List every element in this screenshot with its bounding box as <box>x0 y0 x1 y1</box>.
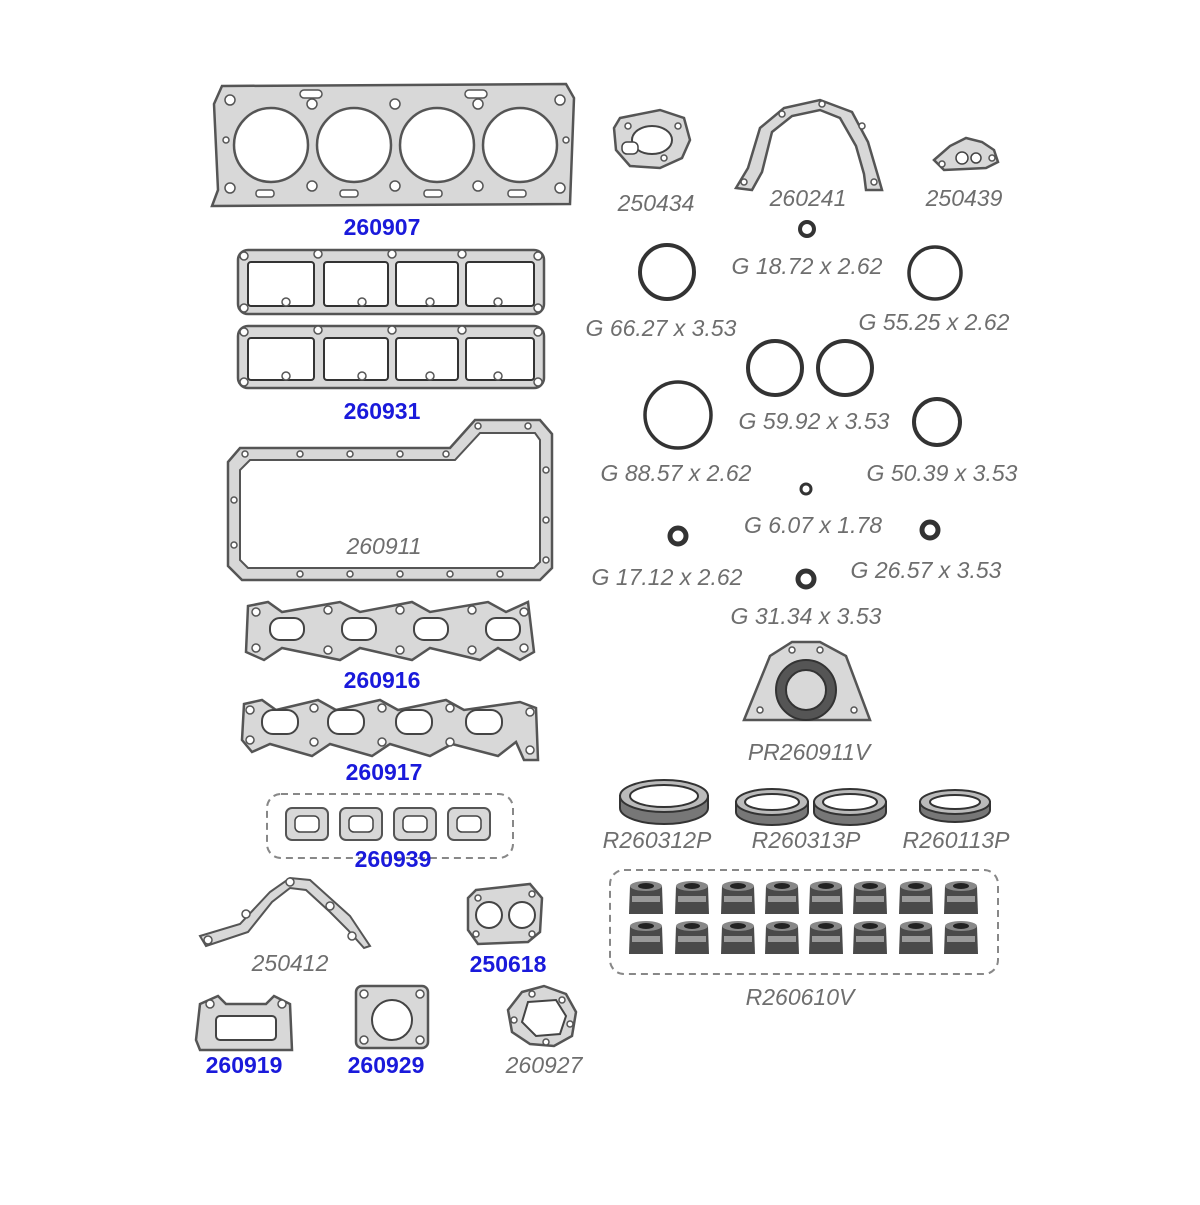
oil-seal-r260313p-a <box>735 788 809 826</box>
o-ring-6-07 <box>799 482 813 496</box>
o-ring-66-27 <box>638 243 696 301</box>
valve-cover-gaskets-260931 <box>236 248 546 390</box>
label-g607: G 6.07 x 1.78 <box>743 512 883 538</box>
label-250434: 250434 <box>617 190 695 216</box>
label-g5525: G 55.25 x 2.62 <box>858 309 1010 335</box>
o-ring-59-92-a <box>746 339 804 397</box>
label-g2657: G 26.57 x 3.53 <box>850 557 1002 583</box>
o-ring-18-72 <box>798 220 816 238</box>
label-260907: 260907 <box>343 214 421 240</box>
oil-seals <box>619 779 991 826</box>
seal-carrier-pr260911v <box>742 640 872 722</box>
label-260927: 260927 <box>505 1052 583 1078</box>
label-250439: 250439 <box>925 185 1003 211</box>
label-260917: 260917 <box>345 759 423 785</box>
label-r260610v: R260610V <box>745 984 855 1010</box>
label-r260113p: R260113P <box>902 827 1010 853</box>
o-ring-55-25 <box>907 245 963 301</box>
label-r260312p: R260312P <box>602 827 712 853</box>
small-gasket-250439 <box>932 136 1000 172</box>
label-260919: 260919 <box>205 1052 283 1078</box>
port-gaskets-260939 <box>266 793 514 859</box>
label-260241: 260241 <box>769 185 847 211</box>
o-rings <box>638 220 963 590</box>
label-g5039: G 50.39 x 3.53 <box>866 460 1018 486</box>
oil-seal-r260312p <box>619 779 709 825</box>
label-260931: 260931 <box>343 398 421 424</box>
label-g6627: G 66.27 x 3.53 <box>585 315 737 341</box>
valve-stem-seals-r260610v <box>609 869 999 975</box>
timing-cover-gasket-250412 <box>198 876 372 950</box>
o-ring-17-12 <box>667 525 689 547</box>
outlet-gasket-260919 <box>194 994 294 1052</box>
o-ring-88-57 <box>643 380 713 450</box>
label-250618: 250618 <box>469 951 547 977</box>
label-260929: 260929 <box>347 1052 425 1078</box>
label-250412: 250412 <box>251 950 329 976</box>
label-pr260911v: PR260911V <box>747 739 871 765</box>
exhaust-manifold-gasket-260917 <box>240 698 540 762</box>
throttle-gasket-250618 <box>466 882 544 946</box>
head-gasket-260907 <box>210 82 576 208</box>
label-260911: 260911 <box>346 533 422 559</box>
cover-gasket-250434 <box>612 108 692 170</box>
o-ring-26-57 <box>919 519 941 541</box>
label-g3134: G 31.34 x 3.53 <box>730 603 882 629</box>
oil-seal-r260313p-b <box>813 788 887 826</box>
label-g5992: G 59.92 x 3.53 <box>738 408 890 434</box>
label-g1872: G 18.72 x 2.62 <box>731 253 883 279</box>
label-r260313p: R260313P <box>751 827 861 853</box>
intake-manifold-gasket-260916 <box>244 600 536 662</box>
pump-gasket-260927 <box>506 984 578 1048</box>
oil-pan-gasket-260911 <box>226 418 554 582</box>
label-260916: 260916 <box>343 667 421 693</box>
oil-seal-r260113p <box>919 789 991 823</box>
o-ring-50-39 <box>912 397 962 447</box>
label-260939: 260939 <box>354 846 432 872</box>
o-ring-31-34 <box>795 568 817 590</box>
label-g1712: G 17.12 x 2.62 <box>591 564 743 590</box>
o-ring-59-92-b <box>816 339 874 397</box>
rear-cover-gasket-260241 <box>733 98 884 192</box>
label-g8857: G 88.57 x 2.62 <box>600 460 752 486</box>
flange-gasket-260929 <box>354 984 430 1050</box>
